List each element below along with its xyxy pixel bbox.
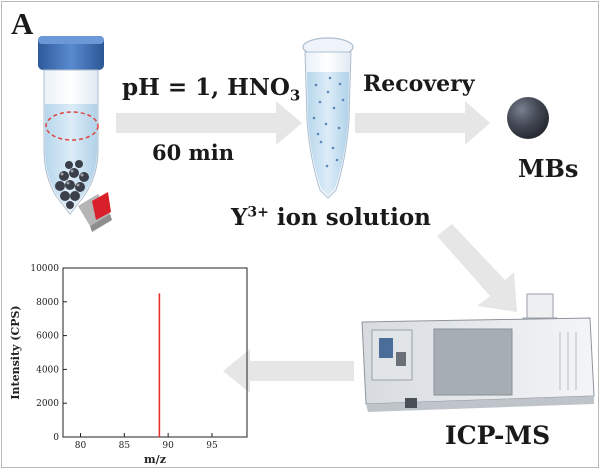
ph-subscript: 3 — [289, 86, 301, 105]
y-tick-label: 6000 — [36, 332, 59, 342]
arrow-left — [223, 349, 354, 393]
magnetic-bead-icon — [507, 97, 549, 139]
y-tick-label: 0 — [53, 433, 59, 443]
icp-ms-label: ICP-MS — [445, 421, 551, 450]
arrow-right-2 — [355, 101, 490, 145]
centrifuge-tube-ion-solution — [302, 37, 354, 199]
x-tick-label: 85 — [119, 441, 131, 451]
ion-solution-label: Y3+ ion solution — [231, 204, 431, 231]
plot-frame — [62, 267, 248, 438]
centrifuge-tube-with-beads — [38, 36, 104, 215]
panel-letter: A — [11, 6, 34, 41]
arrow-diagonal — [437, 224, 517, 312]
ph-condition-label: pH = 1, HNO3 — [122, 74, 300, 105]
y-tick-label: 8000 — [36, 298, 59, 308]
ion-base: Y — [231, 204, 248, 231]
y-tick-label: 10000 — [30, 264, 59, 274]
recovery-label: Recovery — [363, 71, 475, 97]
arrow-right-1 — [116, 101, 302, 145]
chart-ticks: 0 2000 4000 6000 8000 10000 80 85 90 95 — [30, 264, 218, 451]
time-label: 60 min — [152, 140, 235, 165]
ph-text: pH = 1, HNO — [122, 74, 290, 101]
y-tick-label: 2000 — [36, 399, 59, 409]
x-tick-label: 95 — [206, 441, 218, 451]
chart-axes — [62, 267, 248, 438]
y-tick-label: 4000 — [36, 365, 59, 375]
x-tick-label: 90 — [162, 441, 174, 451]
ion-charge: 3+ — [247, 204, 269, 221]
mbs-label: MBs — [518, 154, 579, 183]
x-tick-label: 80 — [75, 441, 87, 451]
ion-rest: ion solution — [268, 204, 431, 231]
magnet-icon — [78, 192, 112, 232]
x-axis-label: m/z — [144, 453, 166, 466]
icp-ms-instrument — [361, 293, 595, 412]
y-axis-label: Intensity (CPS) — [9, 305, 22, 399]
